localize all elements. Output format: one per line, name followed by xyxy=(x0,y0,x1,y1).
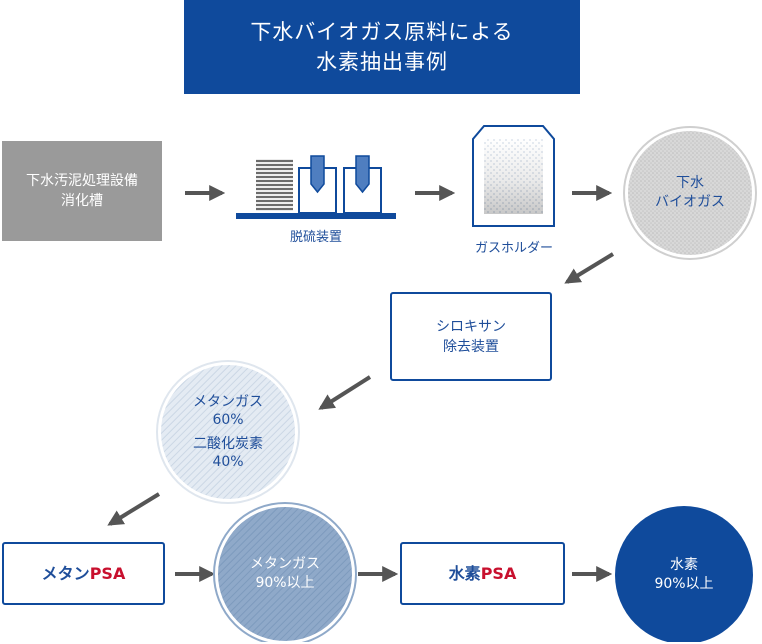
hydrogen-circle-bg xyxy=(615,506,753,642)
methane-gas-line-1: メタンガス xyxy=(250,556,320,572)
biogas-circle-bg xyxy=(626,129,754,257)
gas-mixture-circle: メタンガス 60% 二酸化炭素 40% xyxy=(160,364,296,500)
methane-gas-circle: メタンガス 90%以上 xyxy=(217,506,353,642)
filter-stack-icon xyxy=(256,158,293,213)
arrow-siloxane-to-mixture xyxy=(318,375,372,410)
methane-gas-circle-bg xyxy=(216,505,354,642)
co2-percent: 40% xyxy=(212,454,244,470)
hydrogen-line-1: 水素 xyxy=(670,557,698,573)
mixture-circle-bg xyxy=(159,363,297,501)
digester-line-2: 消化槽 xyxy=(61,193,103,209)
siloxane-line-1: シロキサン xyxy=(436,318,506,335)
title-line-1: 下水バイオガス原料による xyxy=(250,20,514,44)
digester-line-1: 下水汚泥処理設備 xyxy=(26,173,138,189)
siloxane-removal-box: シロキサン 除去装置 xyxy=(390,292,552,381)
methane-psa-prefix: メタン xyxy=(41,563,90,583)
hydrogen-psa-prefix: 水素 xyxy=(448,563,481,583)
arrow-biogas-to-siloxane xyxy=(564,252,615,284)
methane-gas-line-2: 90%以上 xyxy=(255,575,315,591)
biogas-circle: 下水 バイオガス xyxy=(627,130,753,256)
siloxane-line-2: 除去装置 xyxy=(443,338,499,355)
biogas-line-2: バイオガス xyxy=(655,194,725,210)
desulfurizer-icon xyxy=(236,155,396,219)
methane-psa-suffix: PSA xyxy=(89,563,126,583)
tank-2-icon xyxy=(343,155,382,214)
desulfurizer-label: 脱硫装置 xyxy=(289,230,342,245)
digester-box: 下水汚泥処理設備 消化槽 xyxy=(2,141,162,241)
methane-label: メタンガス xyxy=(193,394,263,410)
gas-holder-icon xyxy=(472,125,555,227)
hydrogen-psa-suffix: PSA xyxy=(480,563,517,583)
title-line-2: 水素抽出事例 xyxy=(316,50,448,74)
hydrogen-line-2: 90%以上 xyxy=(654,576,714,592)
tank-1-icon xyxy=(298,155,337,214)
gas-holder-label: ガスホルダー xyxy=(474,241,553,256)
arrow-mixture-to-methane-psa xyxy=(107,492,161,526)
biogas-line-1: 下水 xyxy=(676,175,704,191)
methane-percent: 60% xyxy=(212,412,244,428)
hydrogen-circle: 水素 90%以上 xyxy=(615,506,753,644)
diagram-title: 下水バイオガス原料による 水素抽出事例 xyxy=(184,0,580,94)
co2-label: 二酸化炭素 xyxy=(193,436,263,452)
